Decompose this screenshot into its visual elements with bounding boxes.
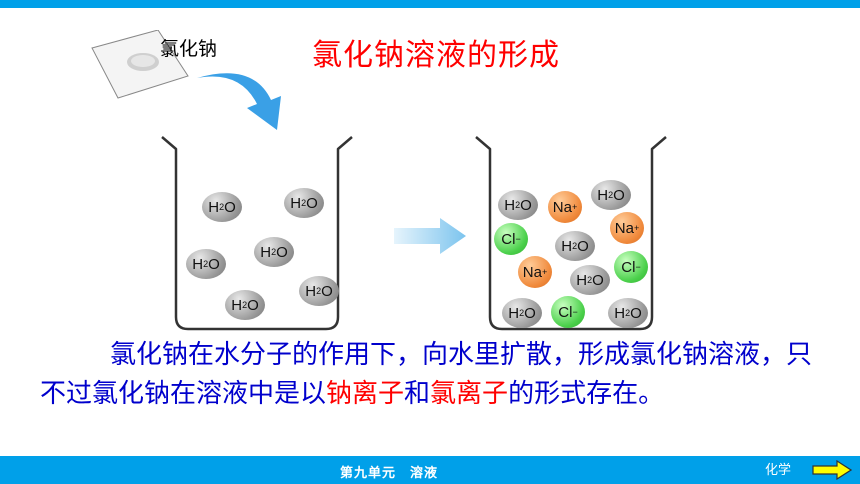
paragraph-text: 的形式存在。 <box>508 379 665 409</box>
chloride-ion: Cl− <box>551 296 585 328</box>
subject-label: 化学 <box>765 463 792 478</box>
slide-title: 氯化钠溶液的形成 <box>312 38 560 73</box>
sodium-ion: Na+ <box>610 212 644 244</box>
top-accent-bar <box>0 0 860 8</box>
paragraph-text: 氯化钠在水分子的作用下，向水里扩散，形成氯化钠溶液，只不过氯化钠在溶液中是以 <box>40 340 813 409</box>
footer-bar <box>0 456 860 484</box>
transition-arrow-icon <box>394 218 466 254</box>
sodium-ion-highlight: 钠离子 <box>326 379 405 409</box>
paragraph-text: 和 <box>404 379 431 409</box>
unit-title: 第九单元 溶液 <box>340 466 439 481</box>
salt-paper-illustration <box>91 30 189 99</box>
arrow-right-icon[interactable] <box>812 460 852 480</box>
sodium-ion: Na+ <box>518 256 552 288</box>
sodium-ion: Na+ <box>548 191 582 223</box>
chloride-ion: Cl− <box>494 223 528 255</box>
chloride-ion-highlight: 氯离子 <box>430 379 509 409</box>
chloride-ion: Cl− <box>614 251 648 283</box>
explanation-paragraph: 氯化钠在水分子的作用下，向水里扩散，形成氯化钠溶液，只不过氯化钠在溶液中是以钠离… <box>40 336 830 414</box>
pour-arrow-icon <box>197 73 281 130</box>
salt-label: 氯化钠 <box>160 38 218 60</box>
